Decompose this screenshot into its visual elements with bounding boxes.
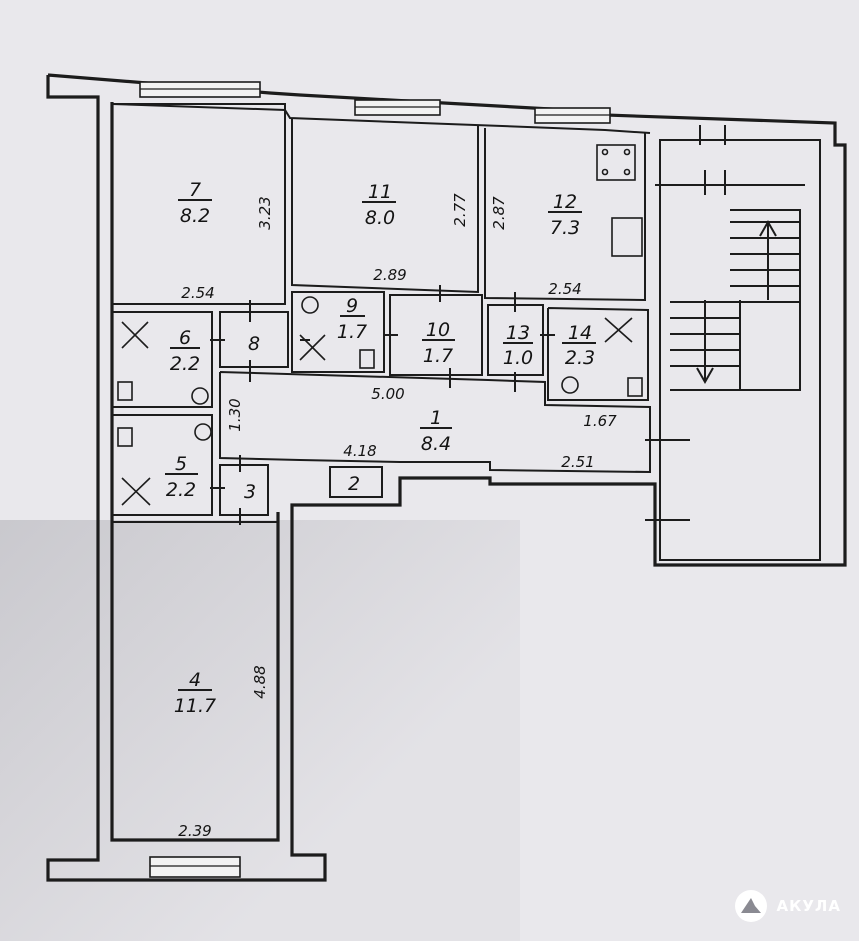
room-12-number: 12 bbox=[553, 191, 577, 213]
room-9-number: 9 bbox=[346, 295, 358, 317]
dim-corridor-right: 2.51 bbox=[561, 453, 594, 471]
dim-r11-width: 2.89 bbox=[373, 266, 406, 284]
room-6-number: 6 bbox=[179, 327, 191, 349]
interior-walls bbox=[111, 103, 651, 841]
staircase bbox=[670, 209, 801, 391]
wall-room-2 bbox=[329, 466, 383, 498]
room-11-number: 11 bbox=[368, 181, 392, 203]
wall-room-4 bbox=[111, 521, 279, 841]
dim-corridor-lower: 4.18 bbox=[343, 442, 376, 460]
windows bbox=[139, 81, 611, 878]
room-14-number: 14 bbox=[568, 322, 592, 344]
wall-room-6 bbox=[111, 311, 213, 408]
wall-room-3 bbox=[219, 464, 269, 516]
sink-icon bbox=[611, 217, 643, 257]
wall-room-9 bbox=[291, 291, 385, 373]
dim-r14-width: 1.67 bbox=[583, 412, 617, 430]
dim-corridor-length: 5.00 bbox=[371, 385, 404, 403]
room-10-area: 1.7 bbox=[423, 345, 453, 367]
dimension-labels: 2.54 3.23 2.89 2.77 2.54 2.87 5.00 1.30 … bbox=[178, 193, 617, 840]
room-7-number: 7 bbox=[189, 179, 201, 201]
wall-corridor bbox=[219, 371, 651, 474]
room-1-area: 8.4 bbox=[421, 433, 451, 455]
drain-cross-icon bbox=[121, 317, 633, 506]
dim-r7-height: 3.23 bbox=[256, 196, 274, 229]
wall-room-14 bbox=[547, 307, 649, 401]
room-13-area: 1.0 bbox=[503, 347, 533, 369]
door-marks bbox=[210, 125, 805, 525]
room-4-area: 11.7 bbox=[174, 695, 216, 717]
dim-r12-height: 2.87 bbox=[490, 196, 508, 230]
dim-r4-height: 4.88 bbox=[251, 665, 269, 698]
stairwell-box bbox=[659, 139, 821, 561]
dim-r12-width: 2.54 bbox=[548, 280, 581, 298]
dim-r11-height: 2.77 bbox=[451, 193, 469, 227]
room-4-number: 4 bbox=[189, 669, 201, 691]
room-6-area: 2.2 bbox=[170, 353, 200, 375]
room-1-number: 1 bbox=[430, 407, 442, 429]
room-12-area: 7.3 bbox=[550, 217, 580, 239]
room-9-area: 1.7 bbox=[337, 321, 367, 343]
room-3-number: 3 bbox=[244, 481, 256, 503]
watermark: АКУЛА bbox=[734, 889, 841, 923]
fixtures bbox=[117, 144, 643, 506]
wall-room-5 bbox=[111, 414, 213, 516]
room-8-number: 8 bbox=[248, 333, 260, 355]
room-5-area: 2.2 bbox=[166, 479, 196, 501]
room-labels: 7 8.2 11 8.0 12 7.3 6 2.2 8 9 1.7 10 1.7… bbox=[165, 179, 596, 717]
room-5-number: 5 bbox=[175, 453, 187, 475]
room-14-area: 2.3 bbox=[565, 347, 595, 369]
outer-walls bbox=[46, 73, 847, 882]
toilet-icon bbox=[117, 296, 643, 447]
room-11-area: 8.0 bbox=[365, 207, 395, 229]
dim-corridor-width: 1.30 bbox=[226, 398, 244, 431]
watermark-text: АКУЛА bbox=[776, 897, 841, 915]
room-13-number: 13 bbox=[506, 322, 530, 344]
room-2-number: 2 bbox=[348, 473, 360, 495]
room-7-area: 8.2 bbox=[180, 205, 210, 227]
dim-r4-width: 2.39 bbox=[178, 822, 211, 840]
room-10-number: 10 bbox=[426, 319, 450, 341]
shark-logo-icon bbox=[735, 890, 768, 922]
dim-r7-width: 2.54 bbox=[181, 284, 214, 302]
stove-icon bbox=[596, 144, 636, 181]
